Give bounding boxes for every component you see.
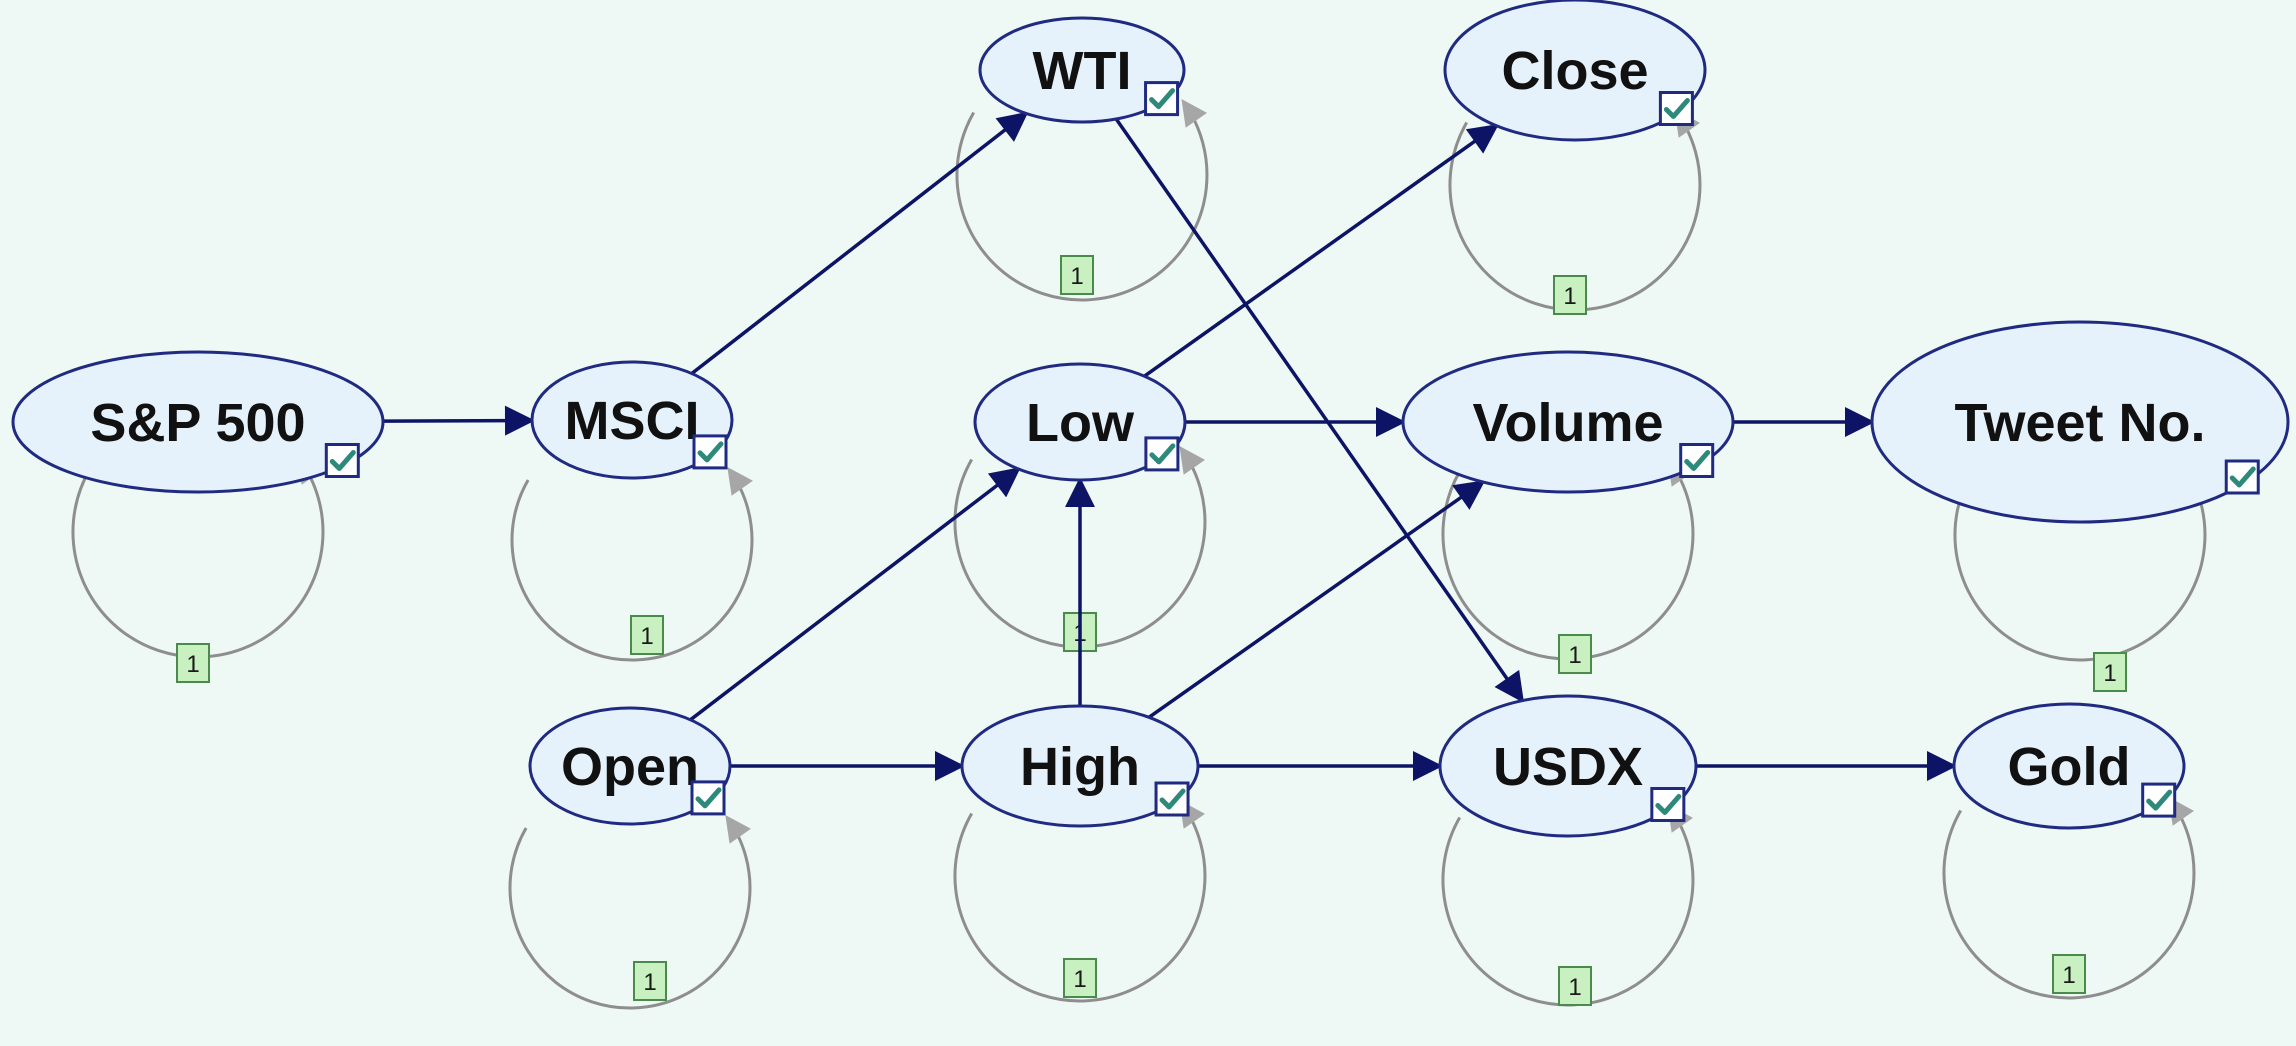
node-wti[interactable]: WTI <box>978 16 1186 124</box>
node-label: MSCI <box>565 391 700 451</box>
lag-box <box>1553 275 1587 315</box>
node-label: WTI <box>1033 41 1132 101</box>
check-icon[interactable] <box>1658 91 1694 126</box>
node-label: Gold <box>2008 737 2131 797</box>
node-low[interactable]: Low <box>973 362 1187 482</box>
self-loop-wti <box>955 99 1209 302</box>
node-ellipse <box>1870 320 2290 524</box>
edges <box>382 111 1957 781</box>
node-ellipse <box>1952 702 2186 830</box>
self-loop-gold <box>1942 797 2196 1000</box>
node-ellipse <box>978 16 1186 124</box>
lag-label: 1 <box>1563 283 1576 310</box>
lag-box <box>1063 958 1097 998</box>
node-ellipse <box>530 360 734 480</box>
lag-box <box>176 643 210 683</box>
lag-label: 1 <box>186 651 199 678</box>
lag-badge-msci: 1 <box>630 615 664 655</box>
lag-box <box>630 615 664 655</box>
node-label: Tweet No. <box>1954 393 2205 453</box>
node-ellipse <box>960 704 1200 828</box>
lag-badge-gold: 1 <box>2052 954 2086 994</box>
lag-badge-usdx: 1 <box>1558 966 1592 1006</box>
node-sp500[interactable]: S&P 500 <box>11 350 385 494</box>
lag-badge-sp500: 1 <box>176 643 210 683</box>
edge-wti-to-usdx <box>1114 117 1525 704</box>
node-close[interactable]: Close <box>1443 0 1707 142</box>
node-label: Low <box>1026 393 1135 453</box>
lag-label: 1 <box>2103 660 2116 687</box>
self-loop-msci <box>510 466 754 662</box>
node-high[interactable]: High <box>960 704 1200 828</box>
check-icon[interactable] <box>690 780 726 816</box>
lag-box <box>2093 652 2127 692</box>
lag-box <box>1558 966 1592 1006</box>
check-icon[interactable] <box>1144 436 1180 472</box>
lag-label: 1 <box>1073 966 1086 993</box>
check-icon[interactable] <box>1144 81 1180 117</box>
lag-label: 1 <box>1568 974 1581 1001</box>
node-usdx[interactable]: USDX <box>1438 694 1698 838</box>
node-msci[interactable]: MSCI <box>530 360 734 480</box>
check-icon[interactable] <box>2141 782 2177 818</box>
check-icon[interactable] <box>1650 787 1686 822</box>
node-gold[interactable]: Gold <box>1952 702 2186 830</box>
node-label: Open <box>561 737 699 797</box>
check-icon[interactable] <box>2224 459 2260 495</box>
check-icon[interactable] <box>1679 443 1715 478</box>
node-label: Close <box>1501 41 1648 101</box>
node-ellipse <box>528 706 732 826</box>
check-icon[interactable] <box>1154 781 1190 817</box>
lag-label: 1 <box>1070 263 1083 290</box>
lag-box <box>1060 255 1094 295</box>
edge-msci-to-wti <box>690 111 1029 375</box>
node-volume[interactable]: Volume <box>1401 350 1735 494</box>
lag-badge-tweet: 1 <box>2093 652 2127 692</box>
lag-badge-high: 1 <box>1063 958 1097 998</box>
self-loop-tweet <box>1953 459 2207 662</box>
lag-badge-close: 1 <box>1553 275 1587 315</box>
node-label: S&P 500 <box>90 393 305 453</box>
lag-label: 1 <box>1568 642 1581 669</box>
node-ellipse <box>1443 0 1707 142</box>
lag-box <box>633 961 667 1001</box>
self-loop-high <box>953 800 1207 1003</box>
check-icon[interactable] <box>692 434 728 470</box>
lag-badge-open: 1 <box>633 961 667 1001</box>
node-open[interactable]: Open <box>528 706 732 826</box>
node-ellipse <box>1401 350 1735 494</box>
node-ellipse <box>11 350 385 494</box>
node-label: High <box>1020 737 1140 797</box>
lag-label: 1 <box>640 623 653 650</box>
node-ellipse <box>973 362 1187 482</box>
node-ellipse <box>1438 694 1698 838</box>
node-label: USDX <box>1493 737 1643 797</box>
lag-label: 1 <box>2062 962 2075 989</box>
lag-label: 1 <box>643 969 656 996</box>
edge-sp500-to-msci <box>382 405 535 436</box>
self-loops: 11111111111 <box>71 99 2207 1010</box>
self-loop-open <box>508 814 752 1010</box>
lag-box <box>2052 954 2086 994</box>
node-tweet[interactable]: Tweet No. <box>1870 320 2290 524</box>
node-label: Volume <box>1472 393 1663 453</box>
lag-badge-volume: 1 <box>1558 634 1592 674</box>
lag-box <box>1558 634 1592 674</box>
lag-badge-wti: 1 <box>1060 255 1094 295</box>
edge-high-to-volume <box>1147 480 1486 719</box>
edge-low-to-close <box>1143 124 1499 378</box>
check-icon[interactable] <box>324 443 360 478</box>
edge-open-to-low <box>689 467 1021 722</box>
